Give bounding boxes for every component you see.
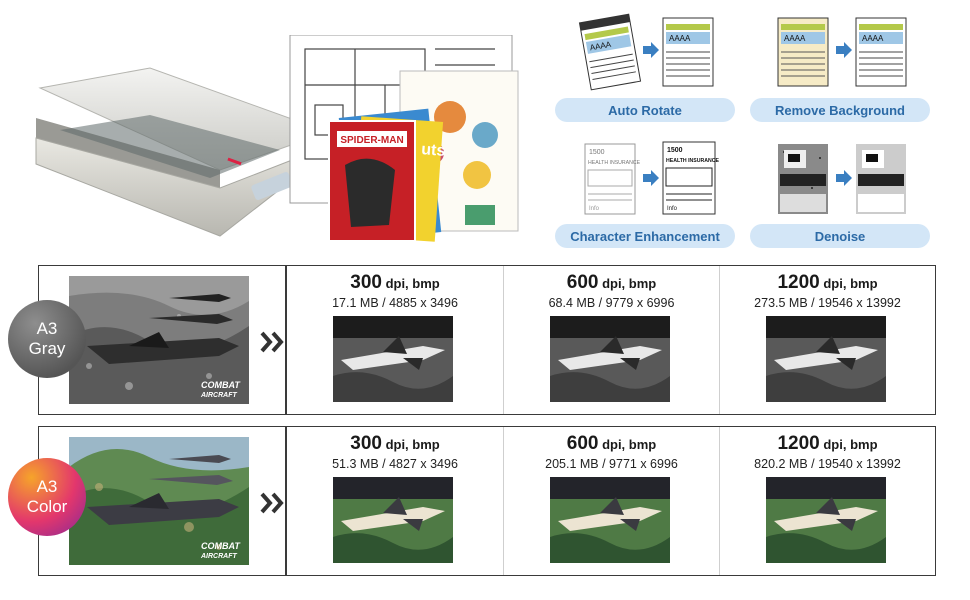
badge-line2: Gray: [28, 339, 66, 358]
zoomed-scan-gray: [333, 316, 453, 402]
dpi-heading: 1200 dpi, bmp: [777, 272, 878, 293]
svg-text:AAAA: AAAA: [862, 34, 884, 43]
result-cell-600: 600 dpi, bmp 68.4 MB / 9779 x 6996: [503, 266, 719, 414]
hero-section: SPIDER-MAN uts AAAA AAAA: [0, 0, 970, 262]
svg-text:1500: 1500: [589, 149, 605, 156]
svg-text:HEALTH INSURANCE: HEALTH INSURANCE: [588, 160, 641, 166]
zoomed-scan-color: [550, 477, 670, 563]
file-size-dimensions: 820.2 MB / 19540 x 13992: [754, 457, 901, 471]
feature-remove-background: AAAA AAAA Remove Background: [750, 12, 930, 124]
sample-caption-line1: COMBAT: [201, 380, 241, 390]
sample-scan-gray: COMBAT AIRCRAFT: [69, 276, 249, 404]
character-enhancement-label: Character Enhancement: [555, 224, 735, 248]
dpi-heading: 600 dpi, bmp: [566, 433, 657, 454]
file-size-dimensions: 68.4 MB / 9779 x 6996: [548, 296, 675, 310]
magazine-title-uts: uts: [421, 141, 446, 160]
sample-caption-line2: AIRCRAFT: [200, 392, 237, 399]
dpi-heading: 1200 dpi, bmp: [777, 433, 878, 454]
feature-grid: AAAA AAAA Auto Rotate AAAA: [555, 12, 945, 252]
zoomed-scan-gray: [766, 316, 886, 402]
row-divider: [285, 427, 287, 575]
result-cell-600: 600 dpi, bmp 205.1 MB / 9771 x 6996: [503, 427, 719, 575]
dpi-heading: 300 dpi, bmp: [350, 272, 440, 293]
dpi-heading: 600 dpi, bmp: [566, 272, 657, 293]
feature-auto-rotate: AAAA AAAA Auto Rotate: [555, 12, 735, 124]
svg-text:AAAA: AAAA: [669, 34, 691, 43]
svg-text:Info: Info: [667, 206, 678, 212]
comparison-row-gray: COMBAT AIRCRAFT 300 dpi, bmp 17.1 MB / 4…: [38, 265, 936, 415]
sample-caption-line2: AIRCRAFT: [200, 553, 237, 560]
row-divider: [285, 266, 287, 414]
comparison-row-color: COMBAT AIRCRAFT 300 dpi, bmp 51.3 MB / 4…: [38, 426, 936, 576]
svg-text:Info: Info: [589, 206, 600, 212]
svg-text:1500: 1500: [667, 147, 683, 154]
file-size-dimensions: 205.1 MB / 9771 x 6996: [545, 457, 678, 471]
zoomed-scan-color: [333, 477, 453, 563]
result-cell-1200: 1200 dpi, bmp 273.5 MB / 19546 x 13992: [719, 266, 935, 414]
feature-denoise: Denoise: [750, 138, 930, 250]
badge-a3-color: A3 Color: [8, 458, 86, 536]
sample-caption-line1: COMBAT: [201, 541, 241, 551]
result-cell-300: 300 dpi, bmp 17.1 MB / 4885 x 3496: [287, 266, 503, 414]
file-size-dimensions: 17.1 MB / 4885 x 3496: [332, 296, 458, 310]
denoise-label: Denoise: [750, 224, 930, 248]
file-size-dimensions: 51.3 MB / 4827 x 3496: [332, 457, 458, 471]
feature-character-enhancement: 1500 HEALTH INSURANCE Info 1500 HEALTH I…: [555, 138, 735, 250]
character-enhancement-icon: 1500 HEALTH INSURANCE Info 1500 HEALTH I…: [584, 141, 719, 215]
dpi-heading: 300 dpi, bmp: [350, 433, 440, 454]
remove-background-icon: AAAA AAAA: [777, 17, 907, 87]
auto-rotate-label: Auto Rotate: [555, 98, 735, 122]
file-size-dimensions: 273.5 MB / 19546 x 13992: [754, 296, 901, 310]
result-cell-1200: 1200 dpi, bmp 820.2 MB / 19540 x 13992: [719, 427, 935, 575]
flatbed-scanner-image: [35, 67, 330, 237]
sample-scan-color: COMBAT AIRCRAFT: [69, 437, 249, 565]
zoomed-scan-color: [766, 477, 886, 563]
badge-line1: A3: [36, 477, 58, 496]
double-chevron-icon: [260, 331, 284, 353]
zoomed-scan-gray: [550, 316, 670, 402]
svg-text:AAAA: AAAA: [589, 40, 612, 53]
result-cell-300: 300 dpi, bmp 51.3 MB / 4827 x 3496: [287, 427, 503, 575]
svg-text:AAAA: AAAA: [784, 34, 806, 43]
badge-line1: A3: [36, 319, 58, 338]
sample-documents-image: SPIDER-MAN uts: [289, 35, 519, 242]
magazine-title-spiderman: SPIDER-MAN: [340, 135, 403, 146]
remove-background-label: Remove Background: [750, 98, 930, 122]
double-chevron-icon: [260, 492, 284, 514]
badge-line2: Color: [26, 497, 68, 516]
badge-a3-gray: A3 Gray: [8, 300, 86, 378]
svg-text:HEALTH INSURANCE: HEALTH INSURANCE: [666, 158, 719, 164]
auto-rotate-icon: AAAA AAAA: [578, 13, 714, 91]
denoise-icon: [778, 144, 906, 214]
